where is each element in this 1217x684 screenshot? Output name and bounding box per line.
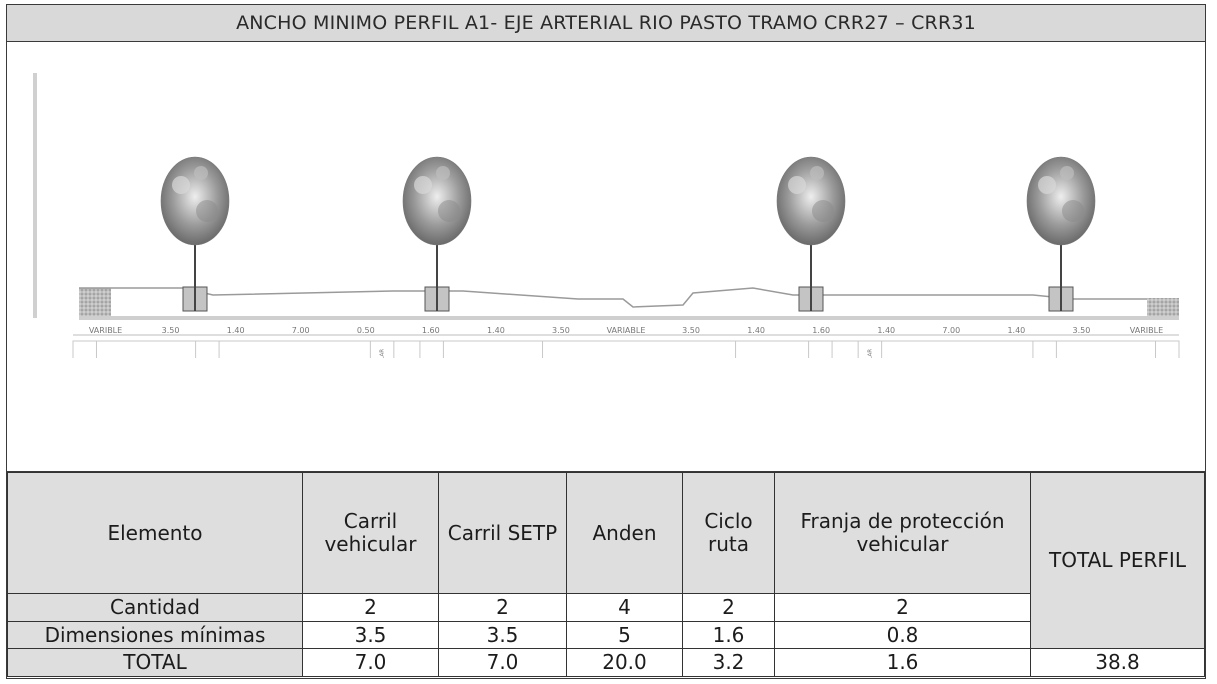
header-franja-proteccion: Franja de protección vehicular xyxy=(774,471,1031,595)
document-frame: ANCHO MINIMO PERFIL A1- EJE ARTERIAL RIO… xyxy=(6,4,1206,679)
dimension-label: VARIABLE xyxy=(607,326,646,335)
ground-line xyxy=(79,287,1147,308)
row-label-total: TOTAL xyxy=(7,648,303,677)
table-row: Dimensiones mínimas 3.5 3.5 5 1.6 0.8 xyxy=(7,620,1205,650)
table-header-row: Elemento Carril vehicular Carril SETP An… xyxy=(7,471,1205,650)
row-label-cantidad: Cantidad xyxy=(7,593,303,622)
header-ciclo-ruta: Ciclo ruta xyxy=(682,471,775,595)
ground-profile xyxy=(33,73,1179,320)
zone-label: FRANJA PROTECCION VEHICULAR xyxy=(867,349,873,358)
dimension-label: VARIBLE xyxy=(1130,326,1163,335)
table-cell: 1.6 xyxy=(774,648,1031,677)
road-section-drawing: VARIBLE 3.50 1.40 7.00 0.50 1.60 1.40 3.50 VARIA… xyxy=(33,73,1181,358)
dimension-label: 1.60 xyxy=(422,326,440,335)
dimension-label: 3.50 xyxy=(162,326,180,335)
dimension-line: VARIBLE 3.50 1.40 7.00 0.50 1.60 1.40 3.50 VARIA… xyxy=(73,326,1179,336)
left-building-block xyxy=(79,288,111,318)
table-cell: 7.0 xyxy=(438,648,567,677)
header-carril-setp: Carril SETP xyxy=(438,471,567,595)
dimension-label: 1.60 xyxy=(812,326,830,335)
row-label-dimensiones: Dimensiones mínimas xyxy=(7,620,303,650)
dimension-label: 7.00 xyxy=(292,326,310,335)
dimensions-table: Elemento Carril vehicular Carril SETP An… xyxy=(7,471,1205,677)
dimension-label: 3.50 xyxy=(552,326,570,335)
total-perfil-value: 38.8 xyxy=(1030,648,1205,677)
table-row: Cantidad 2 2 4 2 2 xyxy=(7,593,1205,622)
tree-icon xyxy=(160,156,230,312)
left-boundary-wall xyxy=(33,73,37,318)
zone-strip: ANTEJARDINFRANJA CIRCULACION PEATONALFRA… xyxy=(72,340,1180,358)
table-row: TOTAL 7.0 7.0 20.0 3.2 1.6 38.8 xyxy=(7,648,1205,677)
trees xyxy=(160,156,1096,312)
table-cell: 3.2 xyxy=(682,648,775,677)
table-cell: 1.6 xyxy=(682,620,775,650)
table-cell: 2 xyxy=(438,593,567,622)
dimension-label: 1.40 xyxy=(877,326,895,335)
header-carril-vehicular: Carril vehicular xyxy=(302,471,439,595)
right-building-block xyxy=(1147,298,1179,318)
dimension-label: 1.40 xyxy=(487,326,505,335)
dimension-label: 1.40 xyxy=(1007,326,1025,335)
tree-icon xyxy=(776,156,846,312)
road-section-svg: VARIBLE 3.50 1.40 7.00 0.50 1.60 1.40 3.50 VARIA… xyxy=(33,73,1180,358)
dimension-label: 3.50 xyxy=(682,326,700,335)
table-cell: 2 xyxy=(682,593,775,622)
ground-base xyxy=(79,316,1179,320)
table-cell: 3.5 xyxy=(302,620,439,650)
dimension-label: 1.40 xyxy=(227,326,245,335)
dimension-label: VARIBLE xyxy=(89,326,122,335)
tree-icon xyxy=(1026,156,1096,312)
document-title: ANCHO MINIMO PERFIL A1- EJE ARTERIAL RIO… xyxy=(7,5,1205,42)
table-cell: 3.5 xyxy=(438,620,567,650)
separator-line xyxy=(7,471,1205,472)
dimension-label: 7.00 xyxy=(942,326,960,335)
header-elemento: Elemento xyxy=(7,471,303,595)
dimension-label: 3.50 xyxy=(1073,326,1091,335)
table-cell: 20.0 xyxy=(566,648,683,677)
tree-icon xyxy=(402,156,472,312)
table-cell: 4 xyxy=(566,593,683,622)
dimension-label: 1.40 xyxy=(747,326,765,335)
header-total-perfil: TOTAL PERFIL xyxy=(1030,471,1205,650)
zone-label: FRANJA PROTECCION VEHICULAR xyxy=(380,349,386,358)
table-cell: 5 xyxy=(566,620,683,650)
dimension-label: 0.50 xyxy=(357,326,375,335)
header-anden: Anden xyxy=(566,471,683,595)
table-cell: 0.8 xyxy=(774,620,1031,650)
table-cell: 2 xyxy=(774,593,1031,622)
table-cell: 7.0 xyxy=(302,648,439,677)
table-cell: 2 xyxy=(302,593,439,622)
